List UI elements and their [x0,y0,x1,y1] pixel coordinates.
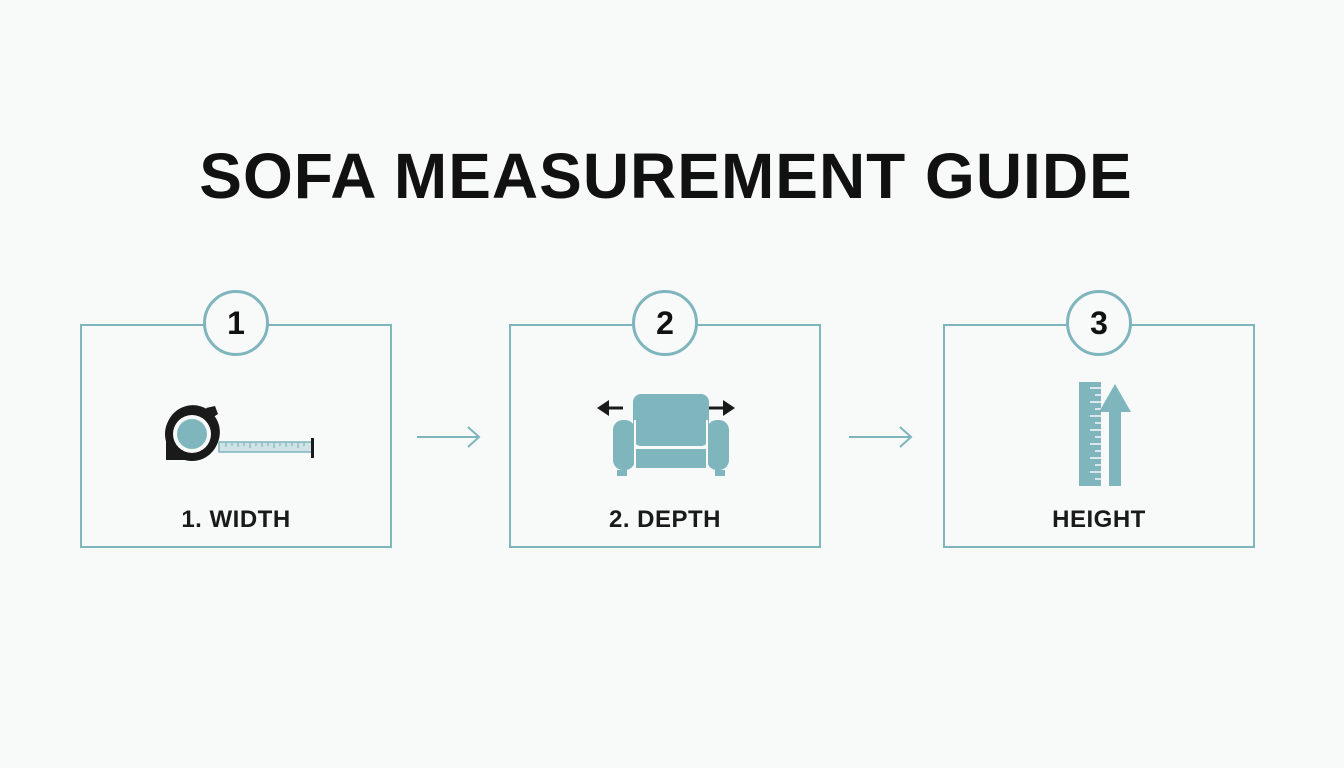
step-number-badge: 1 [203,290,269,356]
armchair-width-icon [597,394,735,476]
step-number-badge: 3 [1066,290,1132,356]
arrow-right-icon [417,426,481,448]
arrow-right-icon [849,426,913,448]
step-number-badge: 2 [632,290,698,356]
step-label-width: 1. WIDTH [181,506,291,533]
page-title: SOFA MEASUREMENT GUIDE [199,140,1133,212]
step-card-height: 3 HEIGHT [943,290,1255,548]
tape-measure-icon [165,405,314,461]
step-label-height: HEIGHT [1052,506,1146,533]
step-card-width: 1 [80,290,392,548]
step-label-depth: 2. DEPTH [608,506,722,533]
step-card-depth: 2 2. DEPTH [509,290,821,548]
ruler-up-arrow-icon [1079,382,1131,486]
